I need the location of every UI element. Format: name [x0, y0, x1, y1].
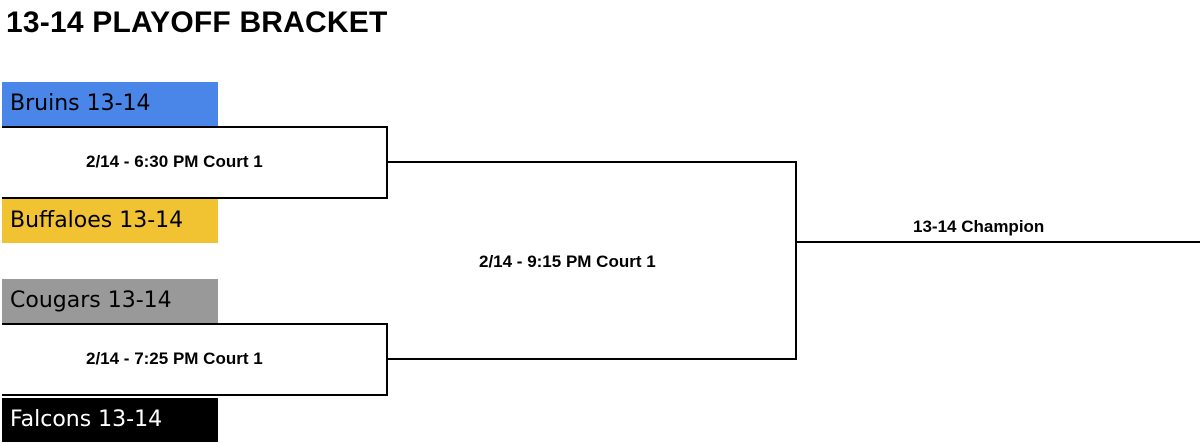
- bracket-line: [795, 161, 797, 360]
- bracket-line: [386, 161, 797, 163]
- bracket-line: [386, 358, 797, 360]
- team-slot-cougars: Cougars 13-14: [2, 279, 218, 323]
- team-slot-buffaloes: Buffaloes 13-14: [2, 199, 218, 243]
- semifinal-1-schedule: 2/14 - 6:30 PM Court 1: [86, 152, 263, 171]
- final-schedule: 2/14 - 9:15 PM Court 1: [479, 252, 656, 271]
- bracket-line: [2, 126, 388, 128]
- team-slot-bruins: Bruins 13-14: [2, 82, 218, 126]
- bracket-line: [2, 394, 388, 396]
- bracket-line: [2, 323, 388, 325]
- semifinal-2-schedule: 2/14 - 7:25 PM Court 1: [86, 349, 263, 368]
- team-slot-falcons: Falcons 13-14: [2, 398, 218, 442]
- bracket-title: 13-14 PLAYOFF BRACKET: [6, 6, 388, 39]
- bracket-line: [795, 241, 1200, 243]
- bracket-line: [2, 197, 388, 199]
- champion-label: 13-14 Champion: [913, 217, 1045, 236]
